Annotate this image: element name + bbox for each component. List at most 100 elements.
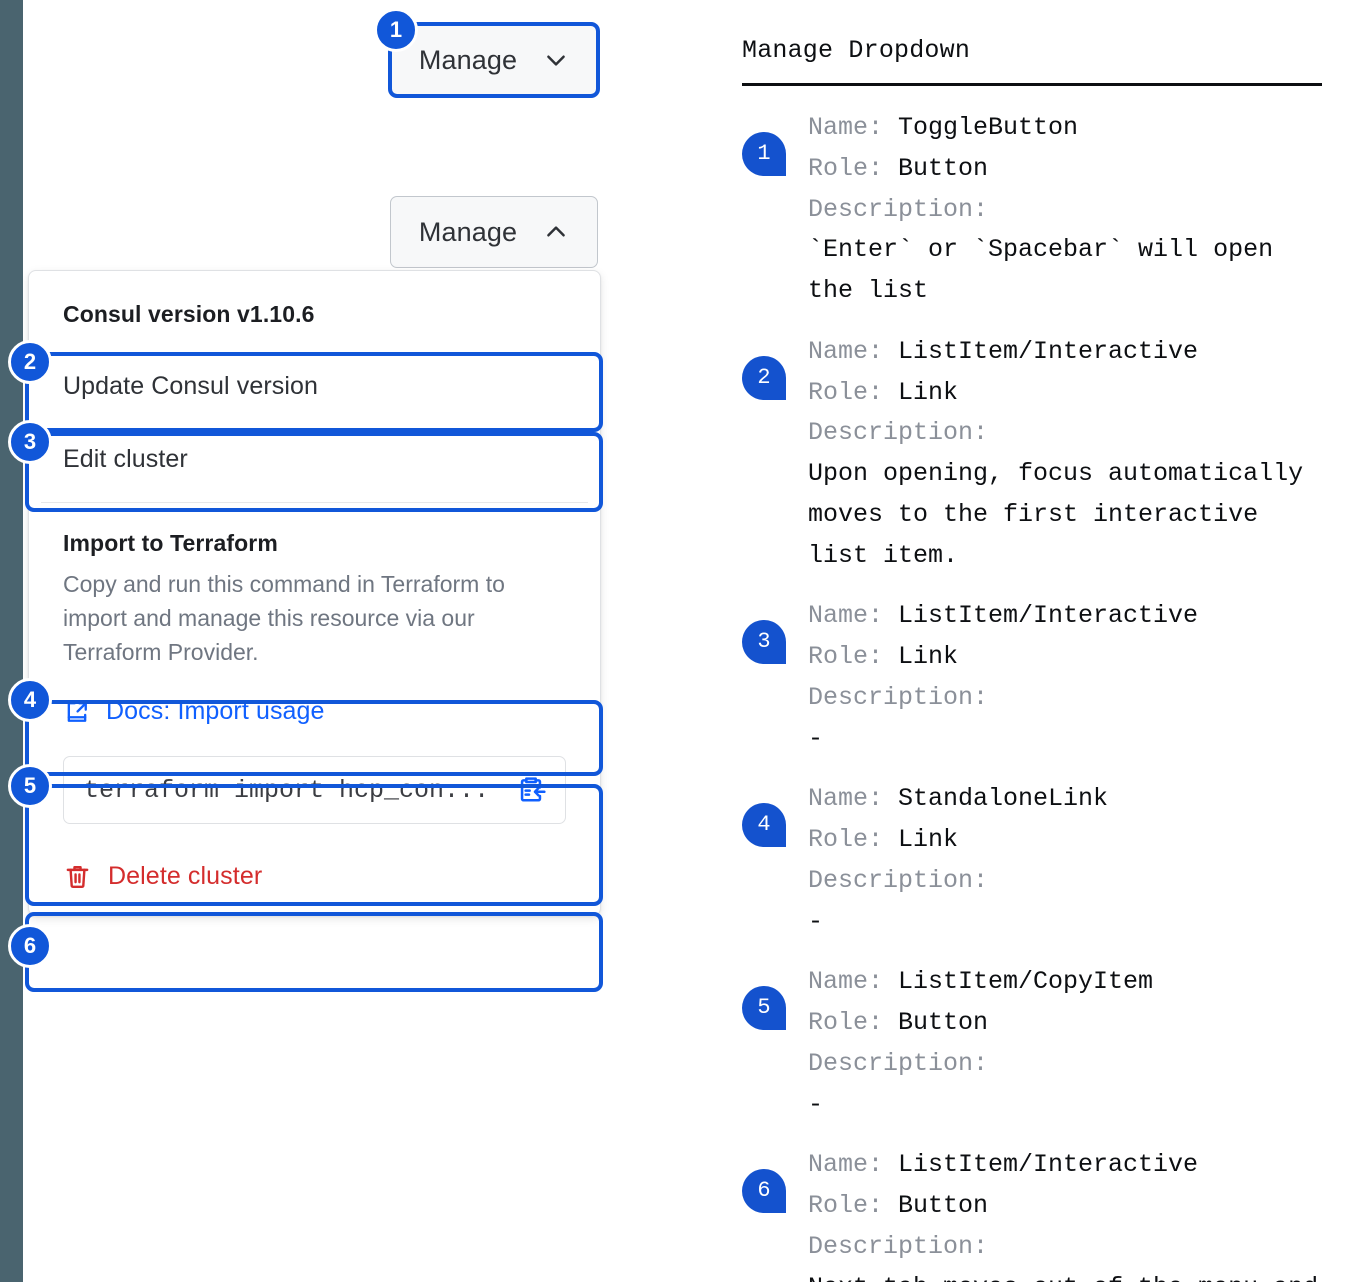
- delete-cluster-label: Delete cluster: [108, 862, 263, 891]
- legend-name-value: ListItem/Interactive: [898, 336, 1199, 366]
- legend-description-value: `Enter` or `Spacebar` will open the list: [808, 235, 1274, 305]
- legend-name: Name: ListItem/Interactive: [808, 332, 1303, 373]
- legend-marker-4: 4: [742, 803, 786, 848]
- legend-name-value: ListItem/Interactive: [898, 601, 1199, 631]
- legend-role-value: Button: [898, 1191, 989, 1220]
- legend-role-value: Button: [898, 153, 989, 183]
- menu-item-update-consul-version[interactable]: Update Consul version: [63, 372, 319, 400]
- legend-name-value: StandaloneLink: [898, 784, 1109, 814]
- legend-name: Name: ListItem/Interactive: [808, 596, 1198, 637]
- legend-role-label: Role:: [808, 1008, 899, 1037]
- import-to-terraform-description: Copy and run this command in Terraform t…: [63, 571, 505, 666]
- legend-description-value: -: [808, 906, 824, 936]
- legend-name: Name: ToggleButton: [808, 108, 1273, 149]
- legend-name-label: Name:: [808, 967, 899, 997]
- legend-name-label: Name:: [808, 601, 899, 631]
- legend-name-label: Name:: [808, 1150, 899, 1180]
- legend-description: Description:: [808, 1227, 1318, 1268]
- manage-dropdown-trigger-open[interactable]: Manage: [390, 196, 598, 268]
- legend-role: Role: Link: [808, 637, 1198, 678]
- legend-description-label: Description:: [808, 1048, 989, 1078]
- legend-role-value: Button: [898, 1008, 989, 1037]
- legend-name-label: Name:: [808, 113, 899, 142]
- legend-role: Role: Button: [808, 1186, 1318, 1227]
- terraform-command-copy-field[interactable]: terraform import hcp_con...: [63, 756, 566, 825]
- legend-name-value: ToggleButton: [898, 113, 1079, 142]
- manage-trigger-open-label: Manage: [418, 216, 518, 247]
- legend-description: Description:: [808, 413, 1303, 454]
- legend-name-value: ListItem/CopyItem: [898, 967, 1154, 997]
- manage-trigger-label: Manage: [418, 44, 518, 75]
- marker-3: 3: [8, 420, 52, 464]
- highlight-delete-cluster: [25, 912, 603, 992]
- legend-description-value: Upon opening, focus automatically moves …: [808, 459, 1304, 570]
- legend-role: Role: Button: [808, 149, 1273, 190]
- legend-description-label: Description:: [808, 194, 989, 224]
- marker-2: 2: [8, 340, 52, 384]
- chevron-up-icon: [543, 219, 569, 245]
- legend-description-label: Description:: [808, 865, 989, 895]
- legend-name: Name: ListItem/CopyItem: [808, 962, 1153, 1003]
- legend-role-label: Role:: [808, 153, 899, 183]
- legend-description-label: Description:: [808, 418, 989, 448]
- legend-role-value: Link: [898, 642, 959, 671]
- copy-to-clipboard-icon[interactable]: [515, 774, 547, 806]
- legend-name-label: Name:: [808, 784, 899, 814]
- legend-name: Name: ListItem/Interactive: [808, 1145, 1318, 1186]
- marker-5: 5: [8, 764, 52, 808]
- legend-role: Role: Link: [808, 373, 1303, 414]
- trash-icon: [63, 862, 92, 891]
- legend-description: Description:: [808, 1044, 1153, 1085]
- legend-description: Description:: [808, 678, 1198, 719]
- menu-item-delete-cluster[interactable]: Delete cluster: [29, 840, 600, 915]
- legend-description-value: -: [808, 1089, 824, 1119]
- legend-marker-5: 5: [742, 986, 786, 1031]
- legend-marker-1: 1: [742, 132, 786, 176]
- legend-description-label: Description:: [808, 1231, 989, 1261]
- legend-role: Role: Button: [808, 1003, 1153, 1044]
- legend-description: Description:: [808, 190, 1273, 231]
- docs-external-link-icon: [63, 698, 91, 726]
- legend-role-label: Role:: [808, 642, 899, 671]
- legend-description: Description:: [808, 861, 1108, 902]
- manage-dropdown-trigger-closed[interactable]: Manage: [390, 24, 598, 96]
- legend-name-label: Name:: [808, 336, 899, 366]
- marker-6: 6: [8, 924, 52, 968]
- menu-item-edit-cluster[interactable]: Edit cluster: [63, 445, 188, 473]
- legend-title: Manage Dropdown: [742, 36, 971, 65]
- import-to-terraform-title: Import to Terraform: [63, 530, 278, 556]
- legend-marker-6: 6: [742, 1169, 786, 1214]
- legend-name-value: ListItem/Interactive: [898, 1150, 1199, 1180]
- chevron-down-icon: [543, 47, 569, 73]
- legend-description-label: Description:: [808, 682, 989, 712]
- legend-role: Role: Link: [808, 820, 1108, 861]
- legend-role-label: Role:: [808, 825, 899, 854]
- menu-divider: [41, 502, 588, 503]
- legend-name: Name: StandaloneLink: [808, 779, 1108, 820]
- legend-rule: [742, 83, 1322, 86]
- manage-dropdown-menu: Consul version v1.10.6 Update Consul ver…: [28, 270, 601, 917]
- terraform-command-text: terraform import hcp_con...: [84, 775, 490, 805]
- legend-description-value: -: [808, 723, 824, 753]
- terraform-command-row: terraform import hcp_con...: [29, 744, 600, 840]
- docs-import-usage-link[interactable]: Docs: Import usage: [29, 679, 600, 744]
- marker-4: 4: [8, 678, 52, 722]
- legend-role-value: Link: [898, 377, 959, 407]
- legend-role-label: Role:: [808, 377, 899, 407]
- consul-version-heading: Consul version v1.10.6: [63, 301, 315, 327]
- docs-import-usage-label: Docs: Import usage: [106, 697, 325, 726]
- legend-description-value: Next tab moves out of the menu and to th…: [808, 1268, 1318, 1282]
